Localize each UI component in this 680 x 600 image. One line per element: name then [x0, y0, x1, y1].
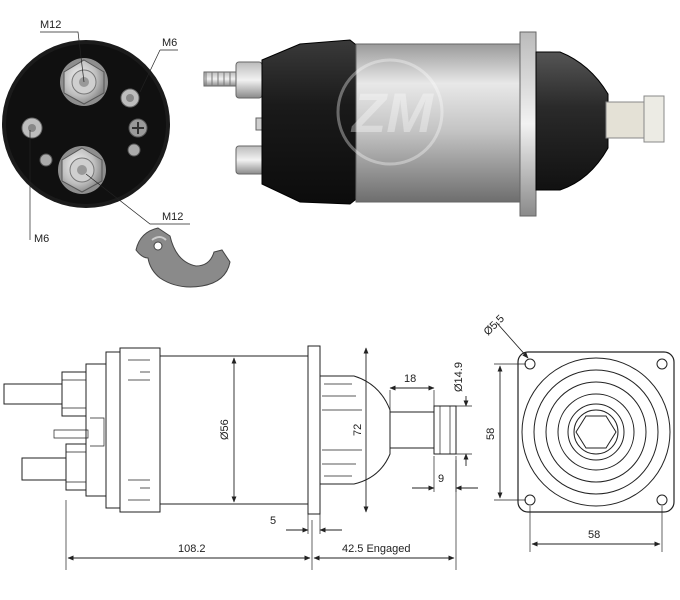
- drawing-flange: [307, 345, 321, 515]
- drawing-plunger: [389, 411, 435, 449]
- dim-hole-diameter: Ø5.5: [482, 313, 507, 338]
- plunger: [605, 101, 651, 139]
- stud-bottom: [235, 145, 265, 175]
- mount-hole-bl: [524, 494, 536, 506]
- leader-top-m12: [40, 31, 85, 83]
- leader-bottom-m12: [85, 173, 190, 225]
- front-drawing: [517, 351, 675, 513]
- dim-engaged-length: 42.5 Engaged: [342, 543, 411, 555]
- dim-plunger-tip: 9: [438, 473, 444, 485]
- dim-boot-length: 18: [404, 373, 416, 385]
- drawing-coil-head: [119, 347, 161, 513]
- dim-body-diameter: Ø56: [219, 419, 231, 440]
- side-dimensions: Ø56 72 18 Ø14.9 9 5 108.2 42.5 E: [65, 347, 478, 570]
- watermark-text: ZM: [350, 81, 434, 144]
- rubber-boot: [535, 51, 609, 191]
- watermark-logo: ZM: [336, 58, 444, 166]
- label-top-m6: M6: [162, 37, 177, 49]
- dim-plunger-diameter: Ø14.9: [453, 362, 465, 392]
- dim-hole-spacing-horizontal: 58: [588, 529, 600, 541]
- flange: [519, 31, 537, 217]
- solenoid-body: [355, 43, 529, 203]
- mounting-bracket-photo: [135, 227, 231, 288]
- end-view-photo: M12 M6 M6 M12: [2, 19, 190, 245]
- label-bottom-m12: M12: [162, 211, 183, 223]
- m6-terminal-right: [120, 88, 140, 108]
- leader-top-m6: [139, 49, 178, 93]
- drawing-stud-bottom: [21, 457, 69, 481]
- end-cap: [261, 39, 361, 205]
- mount-hole-br: [656, 494, 668, 506]
- side-view-photo: ZM: [203, 31, 665, 217]
- dim-flange-height: 72: [352, 424, 364, 436]
- dim-flange-thickness: 5: [270, 515, 276, 527]
- bottom-m12-terminal: [58, 146, 106, 194]
- dim-overall-length: 108.2: [178, 543, 206, 555]
- mount-hole-tl: [524, 358, 536, 370]
- drawing-stud-top: [3, 383, 65, 405]
- dim-hole-spacing-vertical: 58: [485, 428, 497, 440]
- front-hex: [575, 415, 617, 449]
- label-top-m12: M12: [40, 19, 61, 31]
- label-side-m6: M6: [34, 233, 49, 245]
- m6-terminal-left: [21, 117, 43, 139]
- mount-hole-tr: [656, 358, 668, 370]
- screw-cross: [128, 118, 148, 138]
- small-pin: [39, 143, 141, 167]
